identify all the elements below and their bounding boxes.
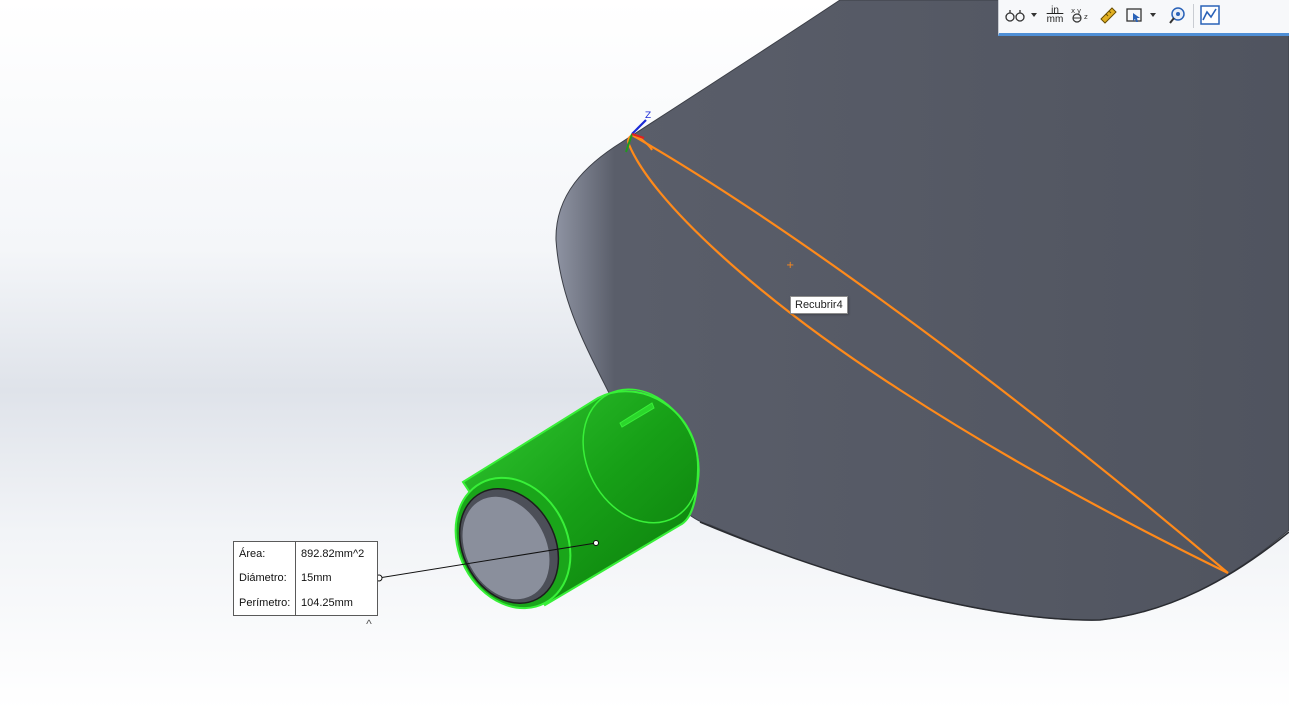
coordinate-triad: Z (625, 111, 651, 153)
xyz-projection-button[interactable]: x y z (1069, 4, 1093, 26)
selection-dropdown[interactable] (1148, 4, 1158, 26)
measure-row-area: Área: 892.82mm^2 (234, 542, 377, 567)
arc-options-icon (1005, 10, 1025, 22)
area-value: 892.82mm^2 (301, 548, 365, 561)
arc-options-dropdown[interactable] (1029, 4, 1039, 26)
arc-options-button[interactable] (1003, 4, 1029, 26)
selection-button[interactable] (1123, 4, 1147, 26)
measure-ruler-button[interactable] (1096, 4, 1120, 26)
measure-row-perimeter: Perímetro: 104.25mm (234, 590, 377, 615)
leader-anchor-right (593, 540, 599, 546)
perimeter-label: Perímetro: (234, 590, 296, 615)
measure-ruler-icon (1100, 7, 1117, 24)
curve-center-marker: + (786, 260, 794, 271)
selection-icon (1126, 8, 1142, 22)
units-bottom-label: mm (1046, 14, 1064, 25)
feature-name-tooltip: Recubrir4 (790, 296, 848, 314)
sketch-curve-upper[interactable] (631, 134, 1229, 574)
selected-cylinder[interactable] (433, 369, 721, 629)
chevron-down-icon (1031, 13, 1037, 17)
measure-toolbar: in mm x y z (998, 0, 1289, 36)
collapse-callout-button[interactable]: ^ (366, 617, 372, 631)
area-label: Área: (234, 542, 296, 567)
svg-text:z: z (1084, 13, 1088, 21)
diameter-label: Diámetro: (234, 566, 296, 591)
history-button[interactable] (1198, 4, 1222, 26)
measure-callout[interactable]: Área: 892.82mm^2 Diámetro: 15mm Perímetr… (233, 541, 378, 616)
history-icon (1200, 5, 1220, 25)
svg-text:x: x (1071, 7, 1075, 15)
sketch-curve-tip (627, 134, 653, 151)
measure-row-diameter: Diámetro: 15mm (234, 566, 377, 591)
xyz-projection-icon: x y z (1071, 7, 1088, 23)
toolbar-separator (1193, 4, 1194, 28)
units-button[interactable]: in mm (1043, 4, 1067, 26)
sketch-curve-lower[interactable] (626, 141, 1229, 574)
model-lower-edge (699, 521, 1289, 621)
sensor-icon (1169, 7, 1185, 24)
triad-z-label: Z (645, 111, 651, 121)
chevron-down-icon (1150, 13, 1156, 17)
perimeter-value: 104.25mm (301, 596, 353, 609)
units-top-label: in (1051, 5, 1059, 16)
svg-text:y: y (1077, 7, 1081, 15)
measure-leader-line (378, 542, 597, 579)
diameter-value: 15mm (301, 572, 332, 585)
sensor-button[interactable] (1165, 4, 1189, 26)
